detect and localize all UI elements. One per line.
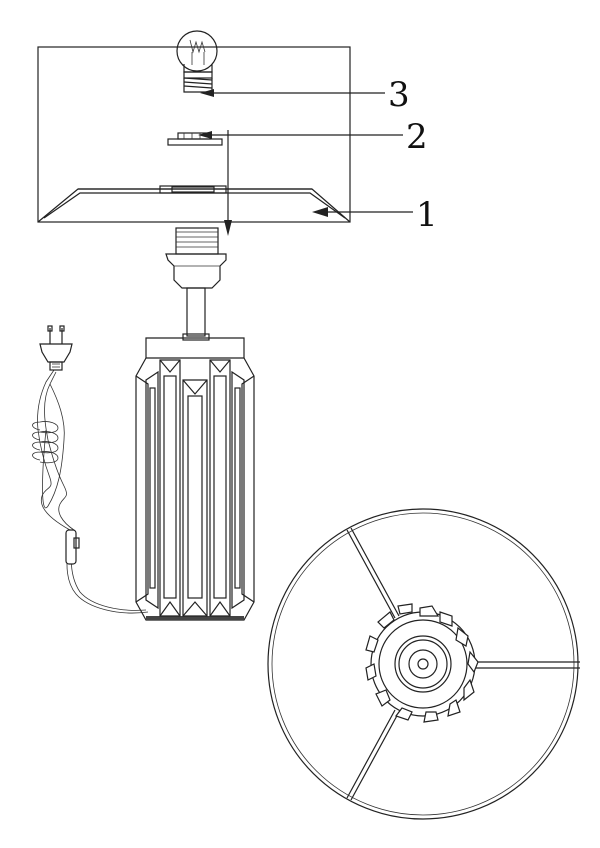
bulb-icon <box>176 30 218 93</box>
power-cord <box>32 369 149 614</box>
lamp-socket <box>165 227 227 341</box>
crystal-panels <box>145 359 245 617</box>
callout-3: 3 <box>388 75 410 115</box>
callout-leader-1 <box>312 207 413 217</box>
lamp-base-column <box>135 337 255 621</box>
callout-2: 2 <box>406 117 428 157</box>
callout-leader-2 <box>198 131 403 139</box>
hub-crystal-ring <box>365 603 479 723</box>
plug-icon <box>39 325 73 371</box>
shade-spokes <box>346 527 580 801</box>
callout-leader-3 <box>200 89 385 97</box>
assembly-direction-arrow <box>224 130 232 236</box>
switch-icon <box>65 529 80 565</box>
hub-center <box>394 635 452 693</box>
reducer-ring-part <box>167 132 223 146</box>
lamp-shade-top-view <box>267 508 580 820</box>
callout-1: 1 <box>416 195 438 235</box>
